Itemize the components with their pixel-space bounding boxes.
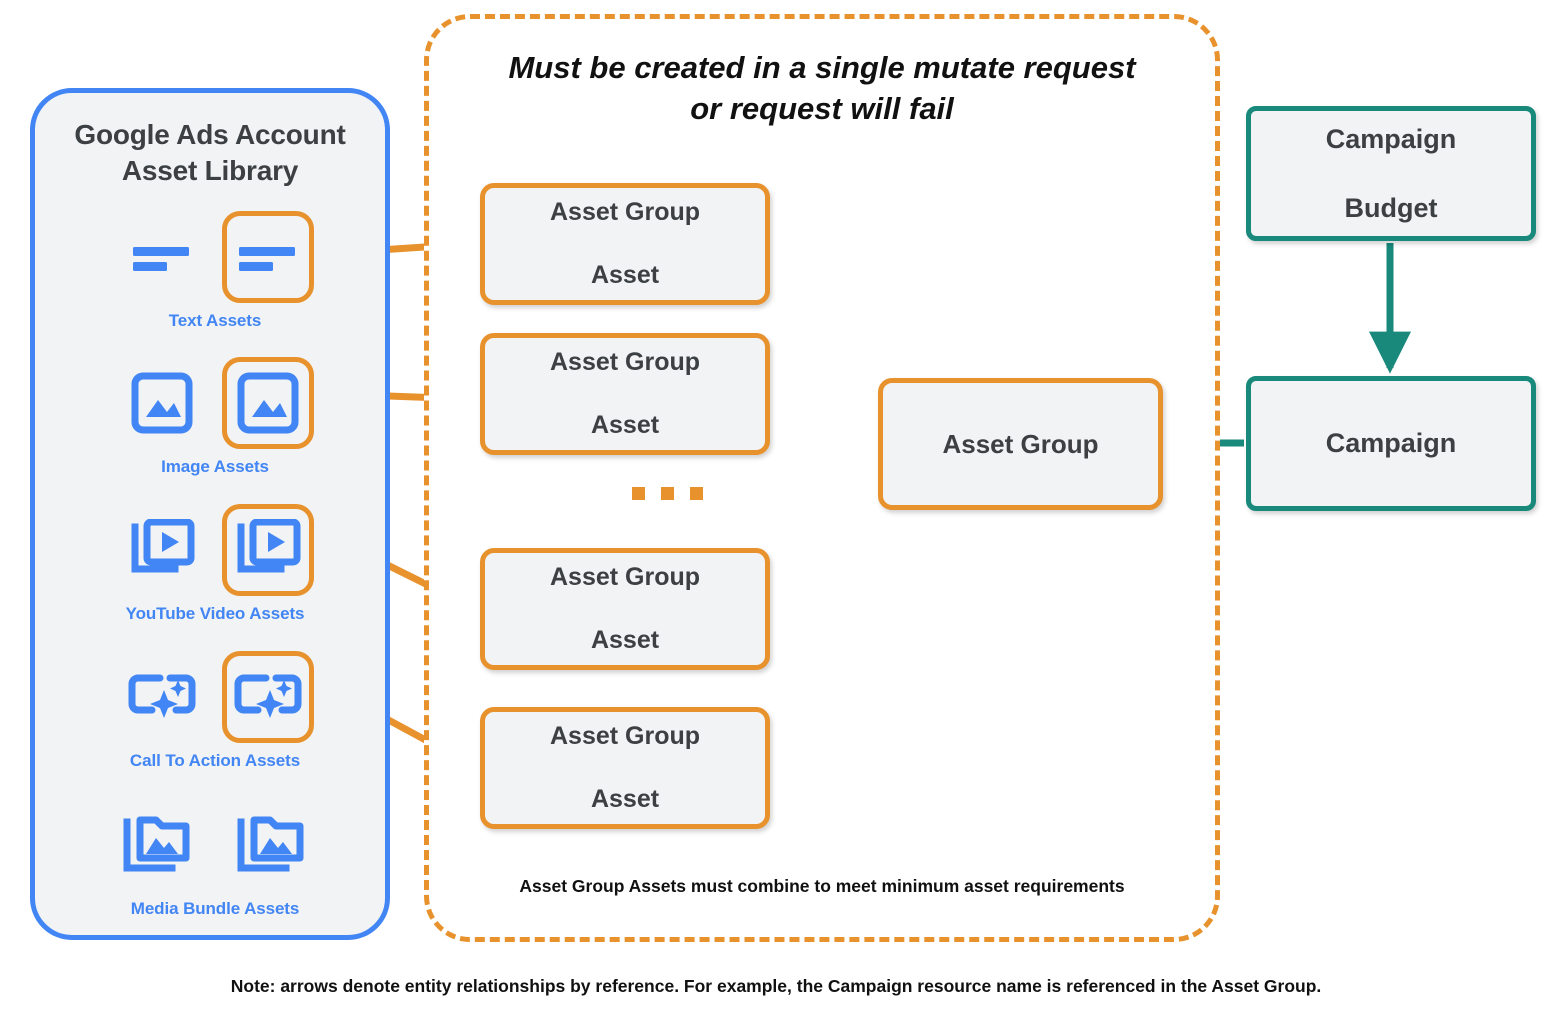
asset-row-text: Text Assets [35,205,395,331]
aga-4-line1: Asset Group [549,721,701,750]
asset-group-asset-node-1[interactable]: Asset Group Asset [480,183,770,305]
asset-label-cta: Call To Action Assets [129,751,301,770]
text-lines-icon-selected[interactable] [222,211,314,303]
image-icon[interactable] [116,357,208,449]
video-stack-icon-selected[interactable] [222,504,314,596]
text-lines-icon[interactable] [116,211,208,303]
aga-1-line2: Asset [590,260,660,289]
asset-group-node[interactable]: Asset Group [878,378,1163,510]
asset-label-video: YouTube Video Assets [125,604,305,623]
asset-row-image: Image Assets [35,351,395,477]
asset-group-asset-node-4[interactable]: Asset Group Asset [480,707,770,829]
library-title: Google Ads Account Asset Library [35,117,385,189]
aga-4-line2: Asset [590,784,660,813]
asset-row-cta: Call To Action Assets [35,645,395,771]
asset-label-text: Text Assets [168,311,262,330]
aga-3-line2: Asset [590,625,660,654]
asset-group-asset-node-3[interactable]: Asset Group Asset [480,548,770,670]
asset-label-image: Image Assets [161,457,269,476]
media-bundle-icon[interactable] [112,799,204,891]
aga-1-line1: Asset Group [549,197,701,226]
asset-group-label: Asset Group [942,428,1099,459]
media-bundle-icon-2[interactable] [226,799,318,891]
asset-library-panel: Google Ads Account Asset Library Text As… [30,88,390,940]
asset-group-asset-node-2[interactable]: Asset Group Asset [480,333,770,455]
campaign-budget-line1: Campaign [1325,124,1457,155]
ellipsis-dot-1 [632,487,645,500]
asset-row-media-bundle: Media Bundle Assets [35,793,395,919]
mutate-title-line1: Must be created in a single mutate reque… [508,50,1136,85]
aga-2-line2: Asset [590,410,660,439]
campaign-budget-node[interactable]: Campaign Budget [1246,106,1536,241]
mutate-footnote: Asset Group Assets must combine to meet … [519,876,1125,896]
mutate-request-title: Must be created in a single mutate reque… [424,48,1220,130]
aga-2-line1: Asset Group [549,347,701,376]
ellipsis-indicator [632,487,703,500]
asset-label-media-bundle: Media Bundle Assets [130,899,300,918]
asset-row-video: YouTube Video Assets [35,498,395,624]
library-title-line1: Google Ads Account [74,119,346,150]
campaign-label: Campaign [1325,428,1457,459]
campaign-node[interactable]: Campaign [1246,376,1536,511]
call-to-action-icon-selected[interactable] [222,651,314,743]
mutate-title-line2: or request will fail [690,90,954,126]
aga-3-line1: Asset Group [549,562,701,591]
library-title-line2: Asset Library [121,154,299,186]
campaign-budget-line2: Budget [1344,192,1438,223]
image-icon-selected[interactable] [222,357,314,449]
ellipsis-dot-2 [661,487,674,500]
video-stack-icon[interactable] [116,504,208,596]
ellipsis-dot-3 [690,487,703,500]
call-to-action-icon[interactable] [116,651,208,743]
footer-note: Note: arrows denote entity relationships… [230,976,1322,996]
